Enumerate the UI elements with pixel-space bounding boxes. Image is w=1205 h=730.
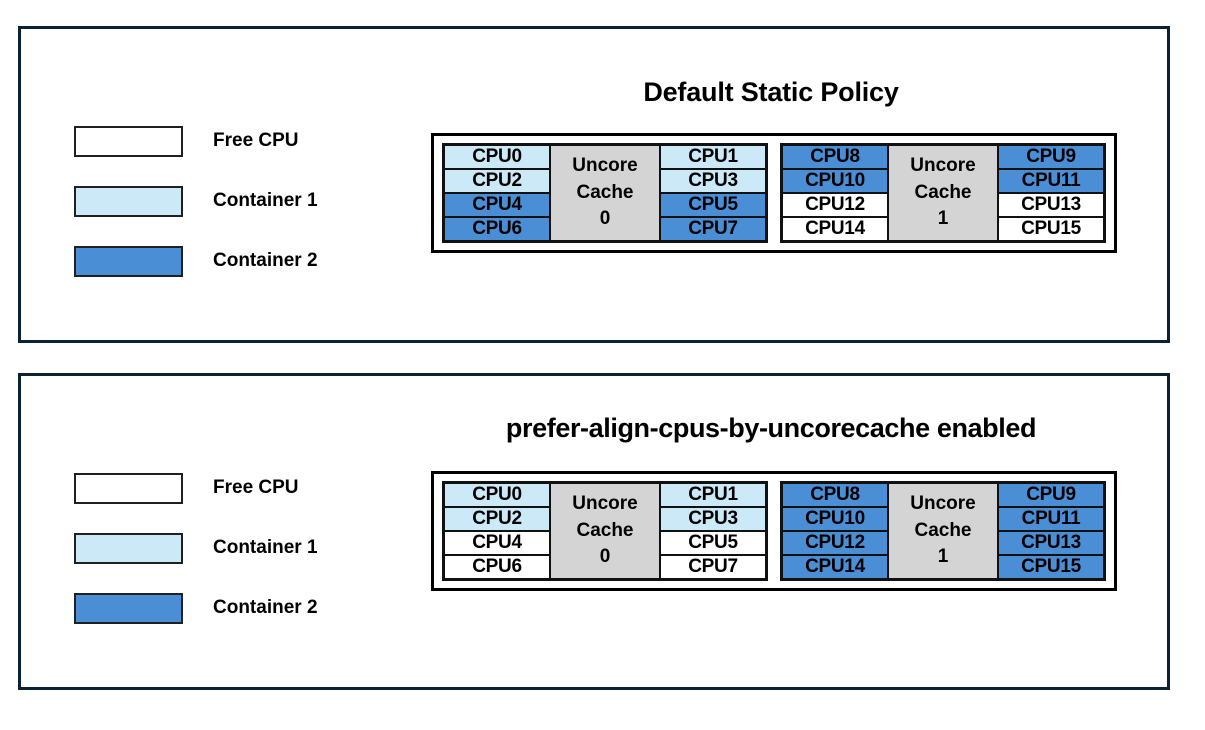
panel-title: Default Static Policy [643,77,899,107]
legend: Free CPU Container 1 Container 2 [74,458,318,638]
cpu-cell: CPU5 [660,531,766,555]
cpu-cell: CPU4 [444,193,550,217]
cpu-cell: CPU10 [782,507,888,531]
cpu-cell: CPU10 [782,169,888,193]
cpu-cell: CPU14 [782,555,888,579]
legend-label-container-2: Container 2 [213,597,318,618]
panel-default-static-policy: Default Static Policy Free CPU Container… [18,26,1170,343]
legend-row-container-2: Container 2 [74,578,318,638]
cpu-column-right: CPU1 CPU3 CPU5 CPU7 [660,483,766,579]
legend-swatch-container-1 [74,532,183,564]
uncore-cache-line: Uncore [572,492,638,514]
cpu-cell: CPU2 [444,507,550,531]
legend-row-container-2: Container 2 [74,231,318,291]
uncore-cache-block: Uncore Cache 0 [549,483,661,579]
cpu-cell: CPU2 [444,169,550,193]
cpu-column-left: CPU0 CPU2 CPU4 CPU6 [444,483,550,579]
socket-uncore-cache-0: CPU0 CPU2 CPU4 CPU6 Uncore Cache 0 CPU1 … [442,481,768,581]
uncore-cache-line: Cache [576,181,634,203]
socket-uncore-cache-1: CPU8 CPU10 CPU12 CPU14 Uncore Cache 1 CP… [780,481,1106,581]
legend-label-free-cpu: Free CPU [213,130,299,151]
uncore-cache-block: Uncore Cache 1 [887,483,999,579]
cpu-cell: CPU15 [998,555,1104,579]
cpu-topology-diagram: CPU0 CPU2 CPU4 CPU6 Uncore Cache 0 CPU1 … [431,471,1117,591]
legend-row-container-1: Container 1 [74,518,318,578]
cpu-cell: CPU11 [998,507,1104,531]
uncore-cache-index: 1 [937,546,949,568]
uncore-cache-block: Uncore Cache 0 [549,145,661,241]
uncore-cache-index: 0 [599,546,611,568]
cpu-cell: CPU6 [444,217,550,241]
legend-label-free-cpu: Free CPU [213,477,299,498]
cpu-column-left: CPU0 CPU2 CPU4 CPU6 [444,145,550,241]
legend-swatch-container-2 [74,245,183,277]
cpu-cell: CPU9 [998,145,1104,169]
cpu-cell: CPU1 [660,483,766,507]
cpu-topology-diagram: CPU0 CPU2 CPU4 CPU6 Uncore Cache 0 CPU1 … [431,133,1117,253]
cpu-cell: CPU8 [782,145,888,169]
cpu-cell: CPU4 [444,531,550,555]
socket-uncore-cache-0: CPU0 CPU2 CPU4 CPU6 Uncore Cache 0 CPU1 … [442,143,768,243]
cpu-cell: CPU5 [660,193,766,217]
legend-swatch-container-2 [74,592,183,624]
cpu-column-left: CPU8 CPU10 CPU12 CPU14 [782,145,888,241]
cpu-column-right: CPU9 CPU11 CPU13 CPU15 [998,483,1104,579]
cpu-cell: CPU3 [660,507,766,531]
legend-swatch-container-1 [74,185,183,217]
panel-prefer-align-cpus-by-uncorecache: prefer-align-cpus-by-uncorecache enabled… [18,373,1170,690]
uncore-cache-line: Uncore [910,492,976,514]
legend: Free CPU Container 1 Container 2 [74,111,318,291]
uncore-cache-index: 1 [937,208,949,230]
uncore-cache-line: Cache [576,519,634,541]
cpu-cell: CPU0 [444,483,550,507]
cpu-column-right: CPU9 CPU11 CPU13 CPU15 [998,145,1104,241]
cpu-cell: CPU9 [998,483,1104,507]
cpu-column-right: CPU1 CPU3 CPU5 CPU7 [660,145,766,241]
uncore-cache-index: 0 [599,208,611,230]
cpu-cell: CPU12 [782,531,888,555]
legend-row-free-cpu: Free CPU [74,458,318,518]
cpu-column-left: CPU8 CPU10 CPU12 CPU14 [782,483,888,579]
cpu-cell: CPU11 [998,169,1104,193]
legend-swatch-free-cpu [74,125,183,157]
legend-label-container-1: Container 1 [213,537,318,558]
legend-label-container-2: Container 2 [213,250,318,271]
cpu-cell: CPU7 [660,555,766,579]
cpu-cell: CPU3 [660,169,766,193]
cpu-cell: CPU12 [782,193,888,217]
cpu-cell: CPU0 [444,145,550,169]
uncore-cache-line: Uncore [910,154,976,176]
uncore-cache-line: Cache [914,519,972,541]
legend-row-container-1: Container 1 [74,171,318,231]
socket-uncore-cache-1: CPU8 CPU10 CPU12 CPU14 Uncore Cache 1 CP… [780,143,1106,243]
legend-swatch-free-cpu [74,472,183,504]
uncore-cache-line: Uncore [572,154,638,176]
cpu-cell: CPU13 [998,193,1104,217]
cpu-cell: CPU13 [998,531,1104,555]
legend-row-free-cpu: Free CPU [74,111,318,171]
cpu-cell: CPU8 [782,483,888,507]
cpu-cell: CPU15 [998,217,1104,241]
uncore-cache-block: Uncore Cache 1 [887,145,999,241]
cpu-cell: CPU1 [660,145,766,169]
legend-label-container-1: Container 1 [213,190,318,211]
cpu-cell: CPU14 [782,217,888,241]
panel-title: prefer-align-cpus-by-uncorecache enabled [505,413,1037,443]
cpu-cell: CPU6 [444,555,550,579]
cpu-cell: CPU7 [660,217,766,241]
uncore-cache-line: Cache [914,181,972,203]
